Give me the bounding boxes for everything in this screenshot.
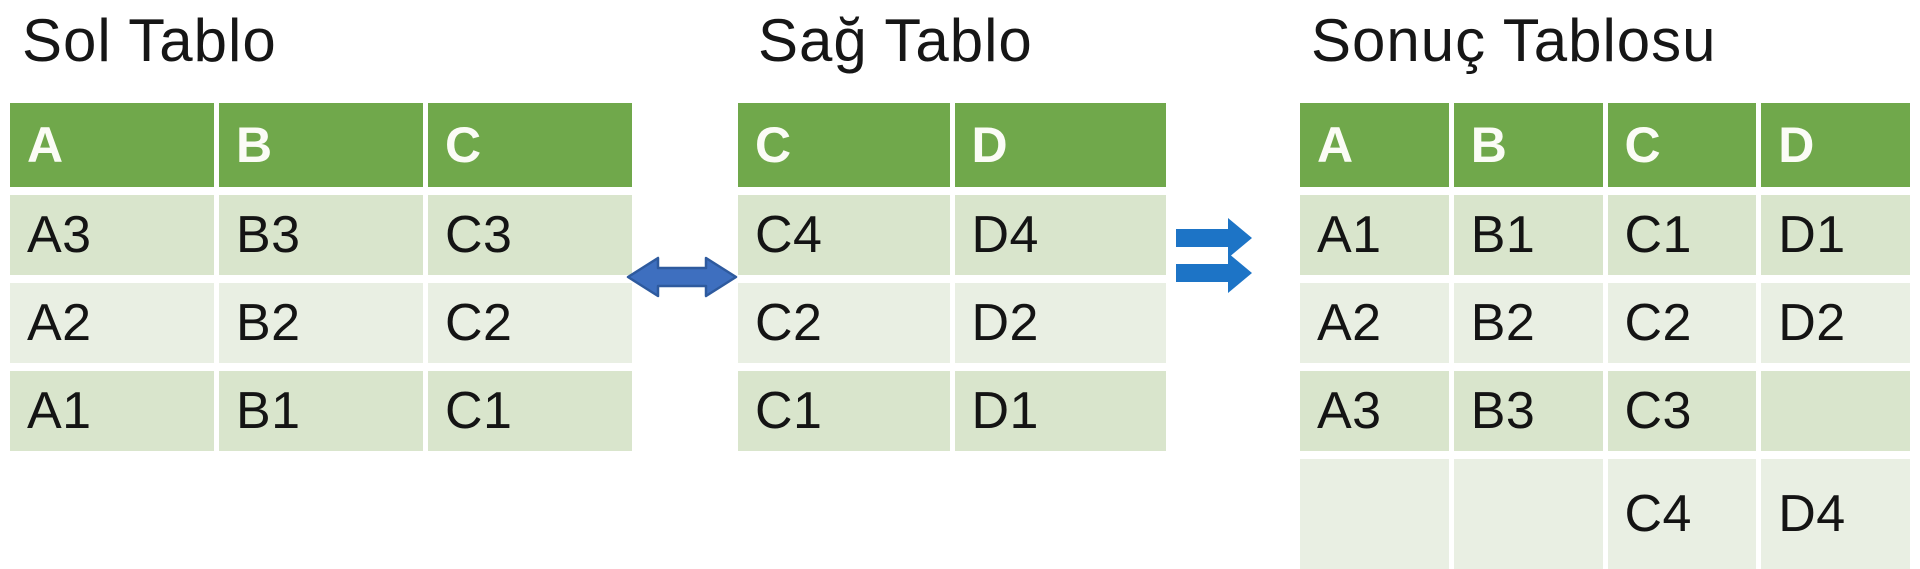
header-cell: B	[219, 103, 423, 187]
table-cell: D1	[1761, 195, 1910, 275]
left-table: A B C A3 B3 C3 A2 B2 C2 A1 B1 C1	[10, 103, 632, 451]
table-cell: D4	[954, 195, 1166, 275]
left-right-arrow-icon	[626, 256, 738, 298]
table-cell: B1	[1453, 195, 1603, 275]
header-cell: A	[1300, 103, 1449, 187]
table-cell: A2	[10, 283, 214, 363]
table-cell: B2	[1453, 283, 1603, 363]
table-cell: D2	[1761, 283, 1910, 363]
table-cell: C4	[1607, 459, 1757, 569]
header-cell: C	[1607, 103, 1757, 187]
table-cell: C1	[428, 371, 632, 451]
table-cell: C2	[428, 283, 632, 363]
right-table-title: Sağ Tablo	[758, 7, 1033, 74]
table-cell: C3	[1607, 371, 1757, 451]
table-cell: C2	[1607, 283, 1757, 363]
table-cell: B3	[1453, 371, 1603, 451]
double-right-arrow-icon	[1176, 218, 1252, 293]
table-cell	[1761, 371, 1910, 451]
table-cell: C3	[428, 195, 632, 275]
table-cell: A3	[10, 195, 214, 275]
table-cell: C4	[738, 195, 950, 275]
result-table-title: Sonuç Tablosu	[1311, 7, 1717, 74]
table-cell: A1	[1300, 195, 1449, 275]
table-cell: A2	[1300, 283, 1449, 363]
table-cell: D4	[1761, 459, 1910, 569]
table-cell: C1	[738, 371, 950, 451]
header-cell: D	[954, 103, 1166, 187]
header-cell: C	[738, 103, 950, 187]
table-cell: B3	[219, 195, 423, 275]
table-cell: A3	[1300, 371, 1449, 451]
table-cell: B1	[219, 371, 423, 451]
table-cell	[1453, 459, 1603, 569]
table-cell	[1300, 459, 1449, 569]
header-cell: C	[428, 103, 632, 187]
table-cell: C1	[1607, 195, 1757, 275]
right-table: C D C4 D4 C2 D2 C1 D1	[738, 103, 1166, 451]
result-table: A B C D A1 B1 C1 D1 A2 B2 C2 D2 A3 B3 C3…	[1300, 103, 1910, 569]
left-table-title: Sol Tablo	[22, 7, 277, 74]
table-cell: D2	[954, 283, 1166, 363]
header-cell: D	[1761, 103, 1910, 187]
table-cell: D1	[954, 371, 1166, 451]
table-cell: A1	[10, 371, 214, 451]
header-cell: B	[1453, 103, 1603, 187]
table-cell: C2	[738, 283, 950, 363]
slide: Sol Tablo A B C A3 B3 C3 A2 B2 C2 A1 B1 …	[10, 7, 1910, 569]
table-cell: B2	[219, 283, 423, 363]
header-cell: A	[10, 103, 214, 187]
